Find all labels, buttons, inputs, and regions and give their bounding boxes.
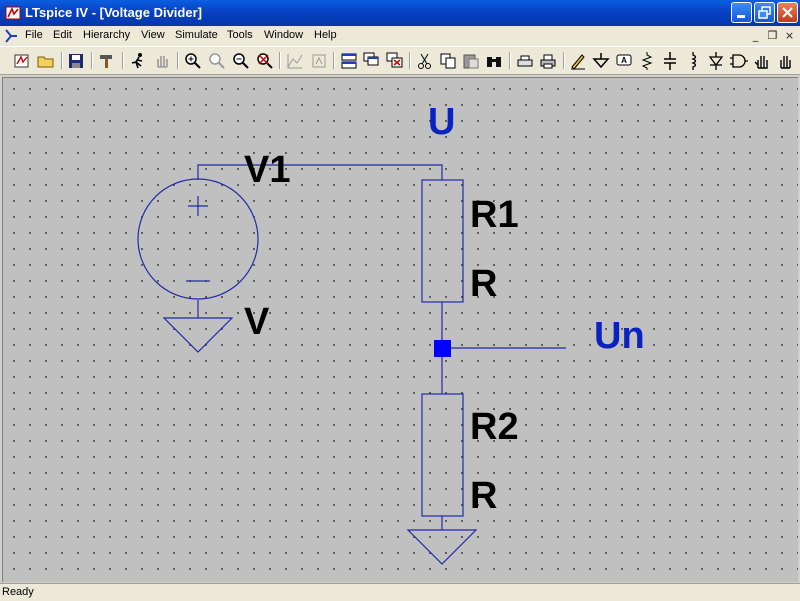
halt-hand-icon[interactable] bbox=[152, 51, 172, 71]
zoom-out-icon[interactable] bbox=[231, 51, 251, 71]
inductor-icon[interactable] bbox=[683, 51, 703, 71]
component-gate-icon[interactable] bbox=[729, 51, 749, 71]
menu-file[interactable]: File bbox=[25, 29, 43, 41]
save-icon[interactable] bbox=[66, 51, 86, 71]
window-title: LTspice IV - [Voltage Divider] bbox=[25, 5, 202, 20]
toolbar-separator bbox=[177, 52, 179, 69]
ltspice-app-icon[interactable] bbox=[5, 5, 21, 21]
resistor-r1[interactable] bbox=[421, 179, 464, 303]
toolbar-separator bbox=[333, 52, 335, 69]
document-icon[interactable] bbox=[3, 28, 19, 44]
r1-value-label[interactable]: R bbox=[470, 263, 497, 305]
mdi-minimize-button[interactable]: _ bbox=[752, 29, 759, 42]
source-name-label[interactable]: V1 bbox=[244, 149, 290, 191]
net-label-un[interactable]: Un bbox=[594, 315, 645, 357]
menu-edit[interactable]: Edit bbox=[53, 29, 72, 41]
new-schematic-icon[interactable] bbox=[12, 51, 32, 71]
zoom-fit-icon[interactable] bbox=[255, 51, 275, 71]
restore-button[interactable] bbox=[754, 2, 775, 23]
ground-icon[interactable] bbox=[591, 51, 611, 71]
toolbar-separator bbox=[409, 52, 411, 69]
tile-horizontal-icon[interactable] bbox=[339, 51, 359, 71]
svg-text:A: A bbox=[621, 56, 627, 65]
menu-hierarchy[interactable]: Hierarchy bbox=[83, 29, 131, 41]
voltage-source-v1[interactable] bbox=[137, 178, 259, 300]
net-label-u[interactable]: U bbox=[428, 101, 455, 143]
menu-simulate[interactable]: Simulate bbox=[175, 29, 218, 41]
copy-icon[interactable] bbox=[438, 51, 458, 71]
manual-limits-icon[interactable] bbox=[309, 51, 329, 71]
status-text: Ready bbox=[2, 586, 34, 598]
minimize-icon bbox=[737, 15, 745, 18]
menu-view[interactable]: View bbox=[141, 29, 165, 41]
menu-window[interactable]: Window bbox=[264, 29, 304, 41]
drag-hand-icon[interactable] bbox=[752, 51, 772, 71]
move-hand-icon[interactable] bbox=[775, 51, 795, 71]
autorange-icon[interactable] bbox=[285, 51, 305, 71]
schematic-canvas[interactable]: V1 V R1 R R2 R U Un bbox=[2, 77, 798, 582]
toolbar-separator bbox=[279, 52, 281, 69]
r2-value-label[interactable]: R bbox=[470, 475, 497, 517]
plus-sign bbox=[188, 196, 208, 216]
paste-icon[interactable] bbox=[461, 51, 481, 71]
ground-symbol-v1[interactable] bbox=[162, 317, 234, 353]
wire-top[interactable] bbox=[197, 164, 443, 180]
resistor-r2[interactable] bbox=[421, 393, 464, 517]
print-setup-icon[interactable] bbox=[515, 51, 535, 71]
schematic-drawing[interactable]: V1 V R1 R R2 R U Un bbox=[2, 77, 798, 582]
junction-dot[interactable] bbox=[434, 340, 451, 357]
open-folder-icon[interactable] bbox=[36, 51, 56, 71]
toolbar-separator bbox=[91, 52, 93, 69]
draw-wire-pencil-icon[interactable] bbox=[568, 51, 588, 71]
menu-tools[interactable]: Tools bbox=[227, 29, 253, 41]
wires[interactable] bbox=[197, 164, 566, 530]
r2-name-label[interactable]: R2 bbox=[470, 406, 519, 448]
cascade-windows-icon[interactable] bbox=[362, 51, 382, 71]
capacitor-icon[interactable] bbox=[660, 51, 680, 71]
ground-symbol-r2[interactable] bbox=[406, 529, 478, 565]
close-icon bbox=[782, 7, 793, 18]
close-all-windows-icon[interactable] bbox=[385, 51, 405, 71]
menu-help[interactable]: Help bbox=[314, 29, 337, 41]
toolbar-separator bbox=[122, 52, 124, 69]
mdi-close-button[interactable]: × bbox=[784, 29, 795, 42]
minimize-button[interactable] bbox=[731, 2, 752, 23]
restore-icon bbox=[758, 6, 771, 19]
close-button[interactable] bbox=[777, 2, 798, 23]
source-value-label[interactable]: V bbox=[244, 301, 270, 343]
r1-name-label[interactable]: R1 bbox=[470, 194, 519, 236]
run-simulation-icon[interactable] bbox=[128, 51, 148, 71]
toolbar-separator bbox=[61, 52, 63, 69]
toolbar-separator bbox=[563, 52, 565, 69]
find-binoculars-icon[interactable] bbox=[484, 51, 504, 71]
resistor-icon[interactable] bbox=[637, 51, 657, 71]
mdi-restore-button[interactable]: ❐ bbox=[767, 29, 778, 42]
menu-bar: File Edit Hierarchy View Simulate Tools … bbox=[0, 26, 800, 47]
toolbar: A bbox=[0, 47, 800, 75]
cut-scissors-icon[interactable] bbox=[415, 51, 435, 71]
title-bar: LTspice IV - [Voltage Divider] bbox=[0, 0, 800, 26]
zoom-pan-icon[interactable] bbox=[207, 51, 227, 71]
net-label-icon[interactable]: A bbox=[614, 51, 634, 71]
diode-icon[interactable] bbox=[706, 51, 726, 71]
toolbar-separator bbox=[509, 52, 511, 69]
zoom-in-icon[interactable] bbox=[183, 51, 203, 71]
control-panel-hammer-icon[interactable] bbox=[97, 51, 117, 71]
status-bar: Ready bbox=[0, 583, 800, 601]
print-icon[interactable] bbox=[538, 51, 558, 71]
